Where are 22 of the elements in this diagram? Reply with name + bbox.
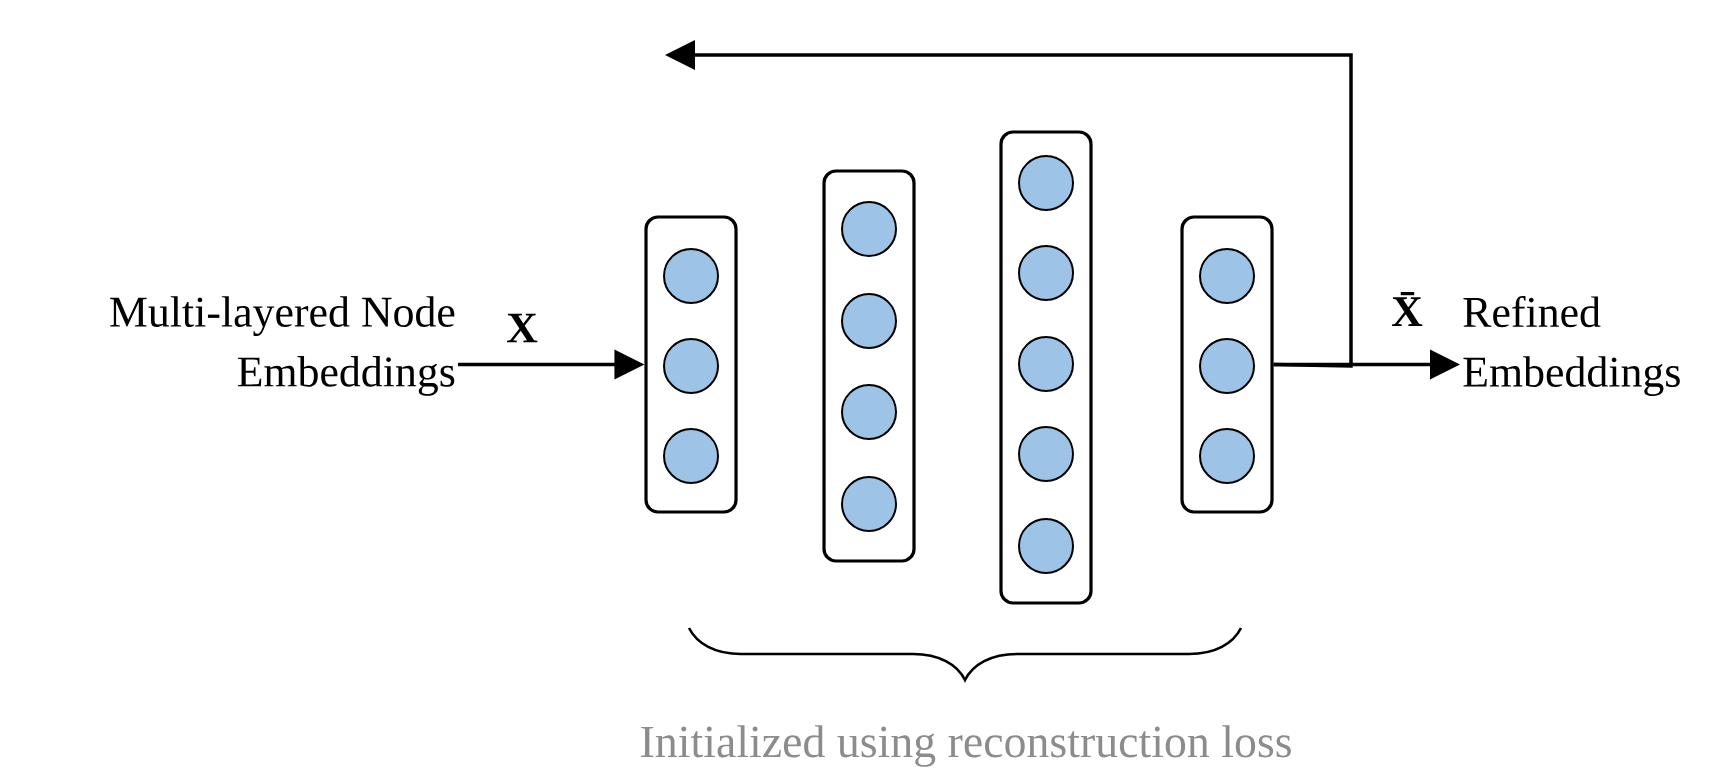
neuron-circle [1018, 155, 1074, 211]
text-label: Multi-layered Node Embeddings [110, 296, 455, 396]
neuron-circle [841, 201, 897, 257]
arrow [458, 349, 645, 380]
neuron-circle [1199, 248, 1255, 304]
neuron-circle [1018, 336, 1074, 392]
brace-label: Initialized using reconstruction loss [641, 725, 1291, 767]
neuron-circle [663, 248, 719, 304]
neuron-circle [841, 293, 897, 349]
neuron-circle [1199, 428, 1255, 484]
neuron-circle [663, 428, 719, 484]
neuron-circle [1018, 245, 1074, 301]
edge-label: X [507, 313, 538, 343]
arrow [665, 40, 1353, 368]
neuron-circle [1018, 518, 1074, 574]
neuron-circle [663, 338, 719, 394]
text-label: Refined Embeddings [1463, 295, 1680, 397]
edge-label: X̄ [1392, 292, 1423, 326]
neuron-circle [841, 384, 897, 440]
neuron-circle [1018, 426, 1074, 482]
neuron-circle [841, 476, 897, 532]
neuron-circle [1199, 338, 1255, 394]
